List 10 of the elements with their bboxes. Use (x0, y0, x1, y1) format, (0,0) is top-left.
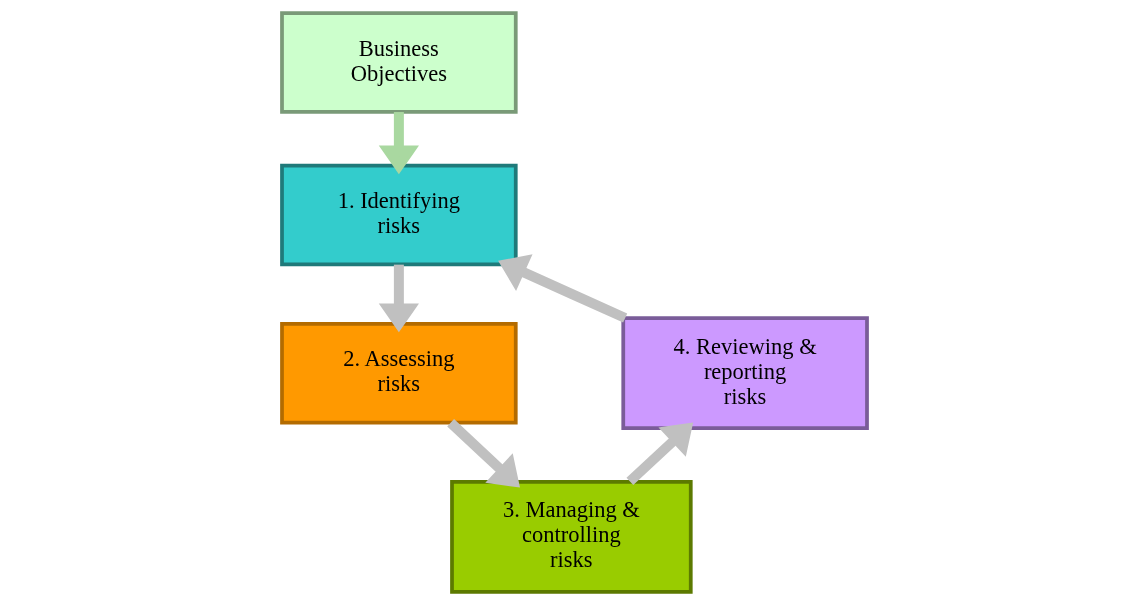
arrow (625, 422, 693, 485)
node-box: 2. Assessing risks (279, 321, 518, 425)
node-box: 3. Managing & controlling risks (449, 480, 693, 594)
arrow (497, 254, 627, 323)
node-box: 4. Reviewing & reporting risks (620, 316, 869, 430)
arrow (378, 112, 419, 175)
node-box: Business Objectives (279, 11, 518, 114)
arrow (446, 419, 520, 488)
node-box: 1. Identifying risks (279, 163, 518, 267)
arrow (378, 264, 419, 333)
